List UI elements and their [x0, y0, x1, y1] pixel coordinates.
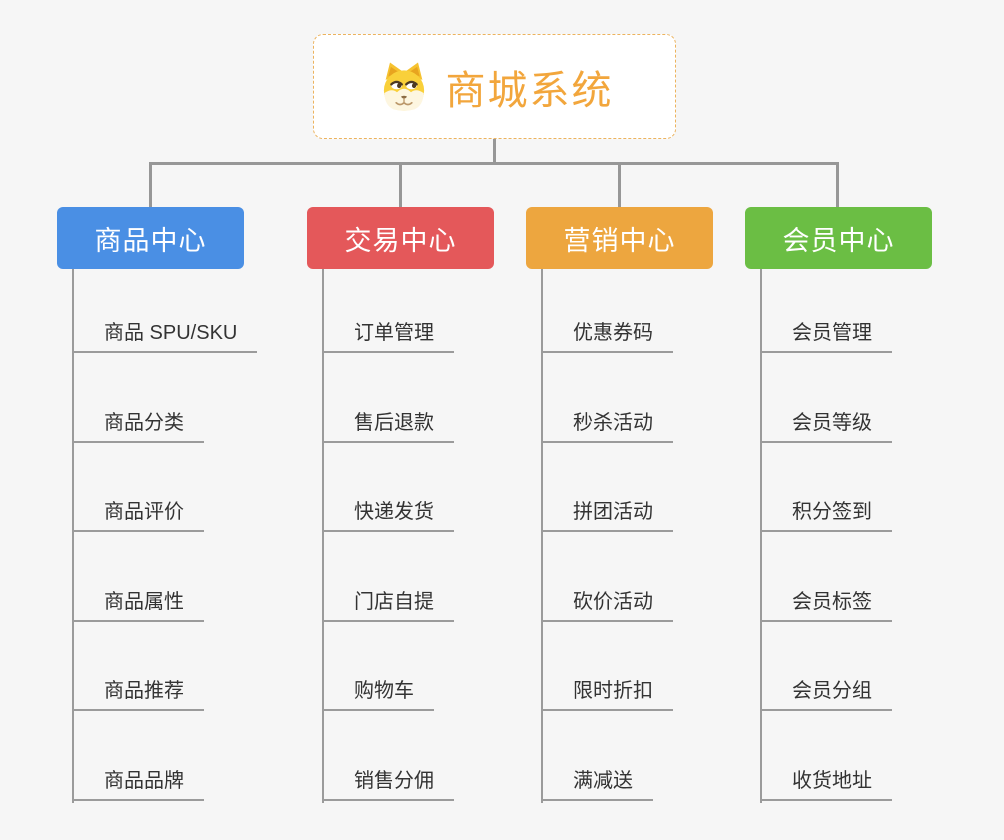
mindmap-item-shipping-address[interactable]: 收货地址: [760, 768, 892, 801]
branch-node-marketing-center[interactable]: 营销中心: [526, 207, 713, 269]
mindmap-item-express-delivery[interactable]: 快递发货: [322, 499, 454, 532]
branch-column-marketing: 优惠券码 秒杀活动 拼团活动 砍价活动 限时折扣 满减送: [541, 269, 781, 809]
branch-column-trade: 订单管理 售后退款 快递发货 门店自提 购物车 销售分佣: [322, 269, 562, 809]
mindmap-item-product-category[interactable]: 商品分类: [72, 410, 204, 443]
mindmap-item-aftersale-refund[interactable]: 售后退款: [322, 410, 454, 443]
mindmap-item-store-pickup[interactable]: 门店自提: [322, 589, 454, 622]
mindmap-item-product-brand[interactable]: 商品品牌: [72, 768, 204, 801]
mindmap-item-product-review[interactable]: 商品评价: [72, 499, 204, 532]
connector-root-stem: [493, 139, 496, 163]
connector-drop-product: [149, 162, 152, 208]
mindmap-item-order-management[interactable]: 订单管理: [322, 320, 454, 353]
root-node-mall-system[interactable]: 商城系统: [313, 34, 676, 139]
mindmap-item-product-spu-sku[interactable]: 商品 SPU/SKU: [72, 320, 258, 353]
connector-drop-member: [836, 162, 839, 208]
mindmap-item-group-buy[interactable]: 拼团活动: [541, 499, 673, 532]
mindmap-item-flash-sale[interactable]: 秒杀活动: [541, 410, 673, 443]
shiba-dog-icon: [383, 62, 424, 111]
mindmap-item-member-management[interactable]: 会员管理: [760, 320, 892, 353]
mindmap-item-member-group[interactable]: 会员分组: [760, 678, 892, 711]
mindmap-item-bargain-activity[interactable]: 砍价活动: [541, 589, 673, 622]
root-title: 商城系统: [445, 68, 614, 113]
mindmap-item-member-tag[interactable]: 会员标签: [760, 589, 892, 622]
branch-node-member-center[interactable]: 会员中心: [745, 207, 932, 269]
mindmap-item-limited-time-discount[interactable]: 限时折扣: [541, 678, 673, 711]
mindmap-item-sales-commission[interactable]: 销售分佣: [322, 768, 454, 801]
mindmap-item-coupon-code[interactable]: 优惠券码: [541, 320, 673, 353]
branch-node-trade-center[interactable]: 交易中心: [307, 207, 494, 269]
branch-column-member: 会员管理 会员等级 积分签到 会员标签 会员分组 收货地址: [760, 269, 1000, 809]
mindmap-item-member-level[interactable]: 会员等级: [760, 410, 892, 443]
mindmap-item-full-reduction[interactable]: 满减送: [541, 768, 653, 801]
mindmap-item-points-checkin[interactable]: 积分签到: [760, 499, 892, 532]
mindmap-item-shopping-cart[interactable]: 购物车: [322, 678, 434, 711]
mindmap-item-product-attribute[interactable]: 商品属性: [72, 589, 204, 622]
connector-bus: [149, 162, 839, 165]
connector-drop-trade: [399, 162, 402, 208]
branch-node-product-center[interactable]: 商品中心: [57, 207, 244, 269]
connector-drop-marketing: [618, 162, 621, 208]
mindmap-item-product-recommend[interactable]: 商品推荐: [72, 678, 204, 711]
branch-column-product: 商品 SPU/SKU 商品分类 商品评价 商品属性 商品推荐 商品品牌: [72, 269, 312, 809]
